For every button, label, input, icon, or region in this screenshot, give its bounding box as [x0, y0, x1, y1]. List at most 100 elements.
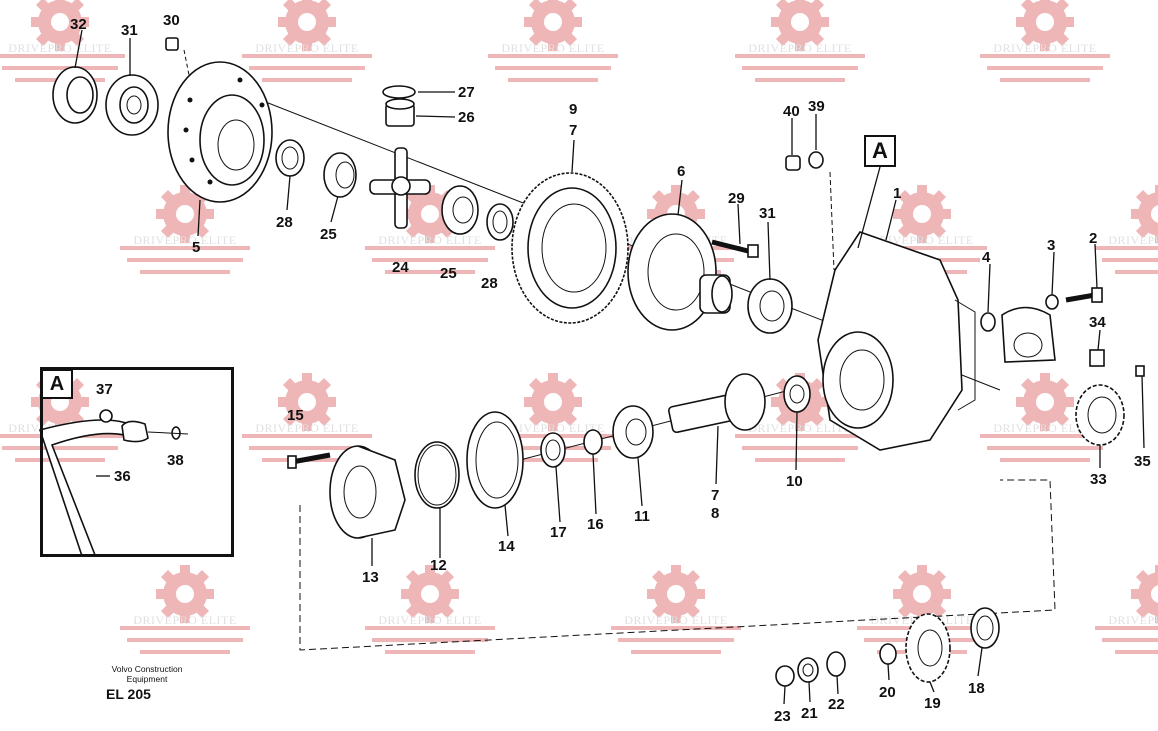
- watermark-stripes: [1095, 626, 1158, 654]
- watermark-text: DRIVEPRO ELITE: [870, 233, 973, 247]
- watermark-tile: DRIVEPRO ELITE: [735, 373, 865, 462]
- part-7-8-pinion: [668, 373, 766, 434]
- watermark-tile: DRIVEPRO ELITE: [980, 0, 1110, 82]
- part-number: 31: [121, 22, 138, 39]
- part-number: 19: [924, 695, 941, 712]
- watermark-tile: DRIVEPRO ELITE: [980, 373, 1110, 462]
- part-number: 15: [287, 407, 304, 424]
- part-number: 3: [1047, 237, 1055, 254]
- part-30-nut: [165, 37, 191, 81]
- part-number: 7: [711, 487, 719, 504]
- part-number: 22: [828, 696, 845, 713]
- part-number: 28: [481, 275, 498, 292]
- part-33-adjusting-nut: [1075, 384, 1125, 446]
- watermark-text: DRIVEPRO ELITE: [501, 421, 604, 435]
- part-number: 11: [634, 508, 650, 525]
- watermark-tile: DRIVEPRO ELITE: [120, 565, 250, 654]
- watermark-text: DRIVEPRO ELITE: [993, 41, 1096, 55]
- part-24-spider: [369, 147, 431, 229]
- watermark-stripes: [1095, 246, 1158, 274]
- part-number: 34: [1089, 314, 1106, 331]
- part-5-housing: [167, 61, 273, 203]
- watermark-tile: DRIVEPRO ELITE: [0, 0, 125, 82]
- watermark-tile: DRIVEPRO ELITE: [1095, 565, 1158, 654]
- watermark-tile: DRIVEPRO ELITE: [488, 0, 618, 82]
- watermark-text: DRIVEPRO ELITE: [993, 421, 1096, 435]
- part-16-spacer: [583, 429, 603, 455]
- part-22-tab-washer: [826, 651, 846, 677]
- part-number: 8: [711, 505, 719, 522]
- watermark-stripes: [488, 54, 618, 82]
- part-28-washer-2: [486, 203, 514, 241]
- part-number: 31: [759, 205, 776, 222]
- part-number: 25: [320, 226, 337, 243]
- watermark-text: DRIVEPRO ELITE: [1108, 233, 1158, 247]
- part-number: 23: [774, 708, 791, 725]
- credit-text: Volvo Construction Equipment: [92, 664, 202, 684]
- part-number: 29: [728, 190, 745, 207]
- part-number: 17: [550, 524, 567, 541]
- part-number: 24: [392, 259, 409, 276]
- part-number: 30: [163, 12, 180, 29]
- part-31-bearing: [105, 74, 159, 136]
- part-4-pin: [980, 312, 996, 332]
- part-15-bolt: [287, 452, 331, 469]
- part-23-circlip: [775, 665, 795, 687]
- watermark-stripes: [365, 246, 495, 274]
- watermark-text: DRIVEPRO ELITE: [501, 41, 604, 55]
- watermark-text: DRIVEPRO ELITE: [748, 421, 851, 435]
- watermark-stripes: [980, 54, 1110, 82]
- part-number: 9: [569, 101, 577, 118]
- part-number: 20: [879, 684, 896, 701]
- part-number: 7: [569, 122, 577, 139]
- part-number-labels: 32 31 30 5 28 25 24 25 27 26 9 7 28 6 29…: [70, 12, 1151, 725]
- part-34-lock-plate: [1089, 349, 1105, 367]
- watermark-text: DRIVEPRO ELITE: [624, 613, 727, 627]
- watermark-stripes: [242, 54, 372, 82]
- watermark-tile: DRIVEPRO ELITE: [611, 565, 741, 654]
- inset-detail: [38, 409, 189, 557]
- part-number: 40: [783, 103, 800, 120]
- watermark-tile: DRIVEPRO ELITE: [365, 185, 495, 274]
- watermark-stripes: [120, 626, 250, 654]
- part-number: 18: [968, 680, 985, 697]
- watermark-tile: DRIVEPRO ELITE: [242, 373, 372, 462]
- part-21-ring: [797, 657, 819, 683]
- part-number: 38: [167, 452, 184, 469]
- part-number: 16: [587, 516, 604, 533]
- part-40-39-plug-washer: [785, 151, 835, 271]
- part-19-gear: [905, 613, 951, 683]
- part-number: 2: [1089, 230, 1097, 247]
- part-6-diff-housing: [627, 213, 733, 331]
- inset-a-label: A: [41, 369, 73, 399]
- part-13-flange: [329, 445, 406, 539]
- part-9-7-crown-wheel: [511, 172, 629, 324]
- part-number: 33: [1090, 471, 1107, 488]
- watermark-tile: DRIVEPRO ELITE: [1095, 185, 1158, 274]
- watermark-tile: DRIVEPRO ELITE: [735, 0, 865, 82]
- part-29-bolt: [711, 239, 759, 258]
- watermark-stripes: [365, 626, 495, 654]
- part-number: 27: [458, 84, 475, 101]
- credit-line-1: Volvo Construction: [111, 664, 183, 674]
- watermark-text: DRIVEPRO ELITE: [133, 613, 236, 627]
- watermark-text: DRIVEPRO ELITE: [255, 421, 358, 435]
- watermark-tile: DRIVEPRO ELITE: [857, 185, 987, 274]
- part-35-screw: [1135, 365, 1145, 377]
- watermark-tile: DRIVEPRO ELITE: [365, 565, 495, 654]
- part-number: 4: [982, 249, 991, 266]
- diagram-code: EL 205: [106, 686, 151, 702]
- part-number: 13: [362, 569, 379, 586]
- leader-lines: [74, 29, 1145, 705]
- watermark-stripes: [120, 246, 250, 274]
- watermark-text: DRIVEPRO ELITE: [255, 41, 358, 55]
- watermark-tile: DRIVEPRO ELITE: [488, 373, 618, 462]
- part-25-bevel-gear: [323, 152, 357, 198]
- part-number: 25: [440, 265, 457, 282]
- part-28-washer: [275, 139, 305, 177]
- part-1-axle-housing: [817, 231, 976, 451]
- watermark-text: DRIVEPRO ELITE: [378, 613, 481, 627]
- watermark-stripes: [735, 54, 865, 82]
- part-14-shim-plate: [466, 411, 524, 509]
- part-17-seal: [540, 432, 566, 468]
